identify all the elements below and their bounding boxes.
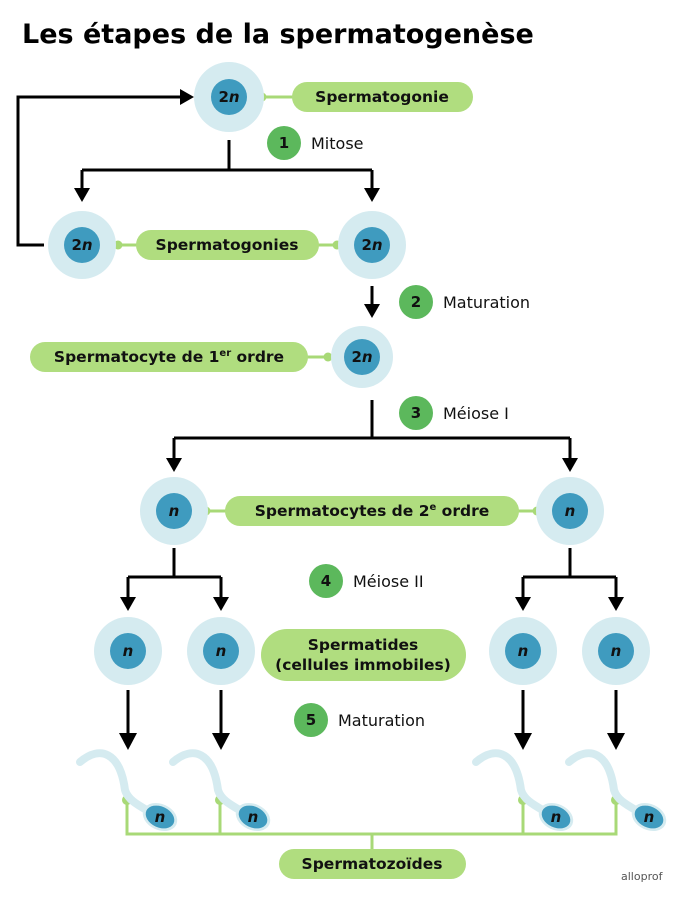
svg-text:5: 5 [306,711,316,729]
step-badge [399,396,433,430]
label-spermatozoides: Spermatozoïdes [279,849,466,879]
spermatozoon-3: n [472,749,574,832]
cell-spermatogonie-right: 2n [338,211,406,279]
ploidy-label: n [155,808,166,826]
alloprof-logo: alloprof [621,870,664,883]
ploidy-label: 2n [71,236,92,254]
step-4: 4 Méiose II [309,564,424,598]
arrowhead-icon [562,458,578,472]
ploidy-label: n [123,642,134,660]
ploidy-label: 2n [218,88,239,106]
cell-nucleus [552,493,588,529]
svg-text:Spermatides: Spermatides [308,636,419,654]
svg-text:Spermatocyte de 1er ordre: Spermatocyte de 1er ordre [54,348,284,366]
step-badge [309,564,343,598]
step-5: 5 Maturation [294,703,425,737]
arrowhead-icon [607,733,625,750]
svg-text:Maturation: Maturation [443,293,530,312]
cell-spermatide-4: n [582,617,650,685]
page-title: Les étapes de la spermatogenèse [22,19,534,50]
arrowhead-icon [515,597,531,611]
connectors [113,92,621,850]
ploidy-label: n [551,808,562,826]
cell-spermatide-3: n [489,617,557,685]
label-spermatocyte-1: Spermatocyte de 1er ordre [30,342,308,372]
cell-nucleus [344,339,380,375]
arrowhead-icon [213,597,229,611]
ploidy-label: n [644,808,655,826]
step-2: 2 Maturation [399,285,530,319]
arrowhead-icon [364,188,380,202]
svg-text:Spermatogonie: Spermatogonie [315,88,449,106]
label-spermatocyte-2: Spermatocytes de 2e ordre [225,496,519,526]
arrowhead-icon [120,597,136,611]
cell-spermatocyte-2-right: n [536,477,604,545]
svg-text:4: 4 [321,572,331,590]
svg-text:Mitose: Mitose [311,134,364,153]
cell-nucleus [64,227,100,263]
label-spermatogonies: Spermatogonies [136,230,319,260]
cell-spermatogonie-left: 2n [48,211,116,279]
arrowhead-icon [74,188,90,202]
arrows [16,95,618,735]
arrowhead-icon [119,733,137,750]
step-badge [294,703,328,737]
arrowhead-icon [364,304,380,318]
svg-text:1: 1 [279,134,289,152]
cell-spermatocyte-1: 2n [331,326,393,388]
svg-text:Spermatogonies: Spermatogonies [156,236,299,254]
cell-nucleus [354,227,390,263]
ploidy-label: n [565,502,576,520]
step-1: 1 Mitose [267,126,364,160]
cell-spermatocyte-2-left: n [140,477,208,545]
cell-spermatide-2: n [187,617,255,685]
label-spermatides: Spermatides (cellules immobiles) [261,629,466,681]
arrowhead-icon [180,89,194,105]
ploidy-label: n [518,642,529,660]
svg-text:Spermatocytes de 2e ordre: Spermatocytes de 2e ordre [255,502,489,520]
cell-nucleus [156,493,192,529]
svg-text:Méiose I: Méiose I [443,404,509,423]
arrowhead-icon [212,733,230,750]
spermatozoon-2: n [169,749,271,832]
svg-text:2: 2 [411,293,421,311]
svg-text:Méiose II: Méiose II [353,572,424,591]
ploidy-label: 2n [351,348,372,366]
step-badge [267,126,301,160]
arrowhead-icon [166,458,182,472]
svg-text:Spermatozoïdes: Spermatozoïdes [302,855,443,873]
svg-text:3: 3 [411,404,421,422]
cell-spermatide-1: n [94,617,162,685]
ploidy-label: n [248,808,259,826]
ploidy-label: n [216,642,227,660]
ploidy-label: n [169,502,180,520]
cell-spermatogonie: 2n [194,62,264,132]
step-badge [399,285,433,319]
spermatozoon-1: n [76,749,178,832]
feedback-loop-arrow [16,95,180,247]
cell-nucleus [211,79,247,115]
ploidy-label: 2n [361,236,382,254]
svg-text:(cellules immobiles): (cellules immobiles) [275,656,451,674]
arrowhead-icon [608,597,624,611]
svg-text:Maturation: Maturation [338,711,425,730]
spermatozoa-bracket [125,800,618,850]
label-spermatogonie: Spermatogonie [292,82,473,112]
spermatozoon-4: n [565,749,667,832]
ploidy-label: n [611,642,622,660]
arrowheads [74,89,625,750]
step-3: 3 Méiose I [399,396,509,430]
arrowhead-icon [514,733,532,750]
